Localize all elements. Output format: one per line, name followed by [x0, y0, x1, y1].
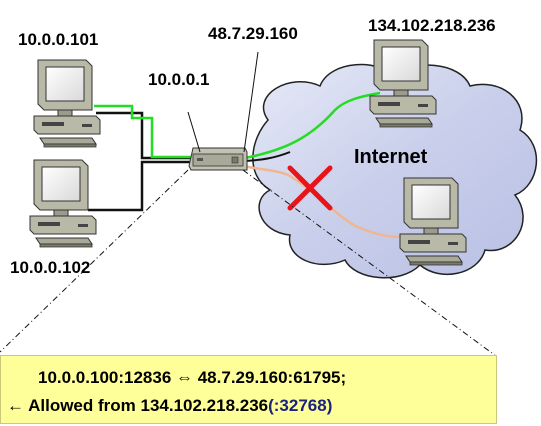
computer-icon	[29, 159, 97, 248]
remote-host-ip-label: 134.102.218.236	[368, 16, 496, 35]
router-uplink	[244, 151, 291, 162]
nat-public-ip-label: 48.7.29.160	[208, 24, 298, 43]
nat-allowed-row: ← Allowed from 134.102.218.236(:32768)	[7, 396, 332, 416]
local-wires	[88, 111, 192, 212]
allowed-port-text: (:32768)	[268, 396, 333, 415]
cloud-label: Internet	[354, 146, 428, 168]
computer-icon	[399, 177, 467, 266]
host-b-ip-label: 10.0.0.102	[10, 258, 91, 277]
host-a-ip-label: 10.0.0.101	[18, 30, 99, 49]
allowed-path	[94, 91, 381, 160]
nat-table: 10.0.0.100:12836 ⇔ 48.7.29.160:61795; ← …	[0, 355, 497, 424]
zoom-cone	[0, 169, 497, 357]
label-leaders	[187, 51, 259, 153]
computer-icon	[369, 39, 437, 128]
blocked-x-icon	[287, 165, 333, 211]
allowed-prefix-text: ← Allowed from 134.102.218.236	[7, 396, 269, 415]
nat-private-ip-label: 10.0.0.1	[148, 70, 210, 89]
computer-icon	[33, 59, 101, 148]
nat-router-icon	[188, 147, 248, 171]
nat-mapping-row: 10.0.0.100:12836 ⇔ 48.7.29.160:61795;	[38, 368, 347, 387]
